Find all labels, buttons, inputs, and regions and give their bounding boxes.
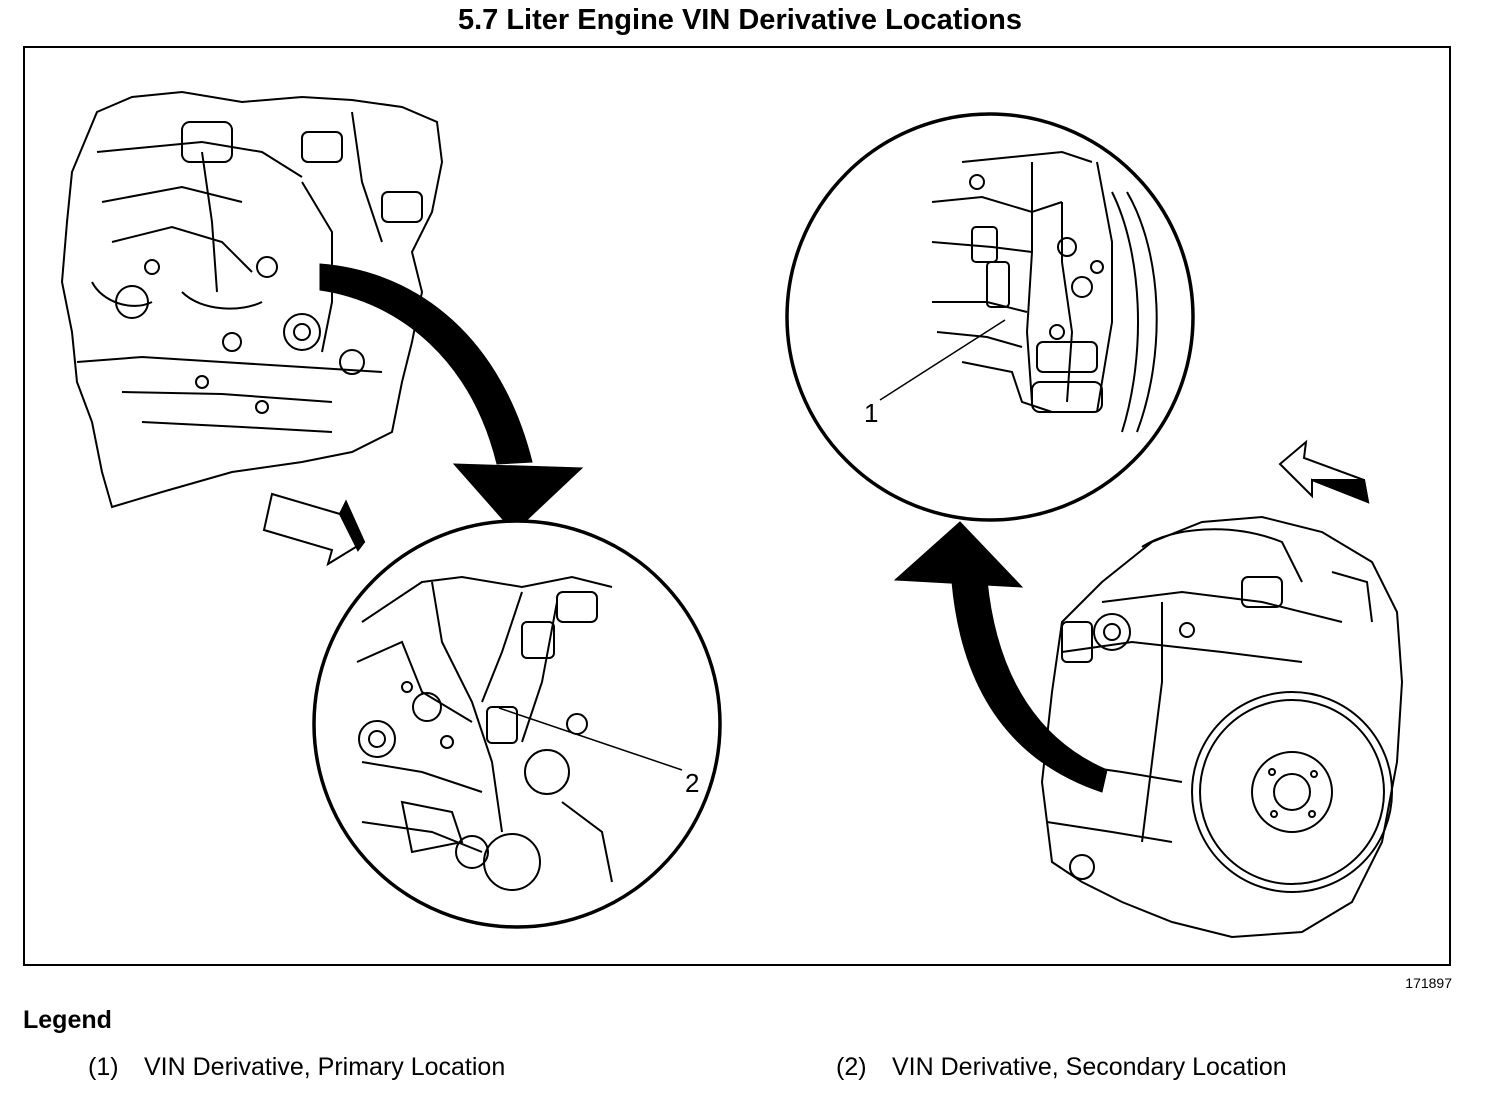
engine-diagram: 2 (60, 90, 1404, 939)
legend-heading: Legend (23, 1006, 112, 1034)
legend-number: (1) (88, 1053, 119, 1081)
legend-text: VIN Derivative, Primary Location (144, 1053, 506, 1081)
legend-text: VIN Derivative, Secondary Location (892, 1053, 1287, 1081)
figure-id: 171897 (1405, 975, 1452, 991)
left-engine-illustration (60, 90, 444, 509)
right-engine-illustration (1040, 515, 1404, 939)
legend-item-primary: (1) VIN Derivative, Primary Location (88, 1053, 505, 1082)
diagram-frame: 2 (23, 46, 1451, 966)
page-title: 5.7 Liter Engine VIN Derivative Location… (457, 4, 1023, 36)
primary-location-detail (785, 112, 1195, 522)
view-direction-arrow-left (262, 492, 366, 567)
callout-number-1: 1 (864, 398, 878, 428)
secondary-location-detail (312, 519, 722, 929)
legend-item-secondary: (2) VIN Derivative, Secondary Location (836, 1053, 1287, 1082)
curved-arrow-to-primary (893, 521, 1108, 793)
callout-number-2: 2 (685, 768, 699, 798)
view-direction-arrow-right (1278, 439, 1370, 504)
legend-number: (2) (836, 1053, 867, 1081)
curved-arrow-to-secondary (319, 263, 584, 533)
